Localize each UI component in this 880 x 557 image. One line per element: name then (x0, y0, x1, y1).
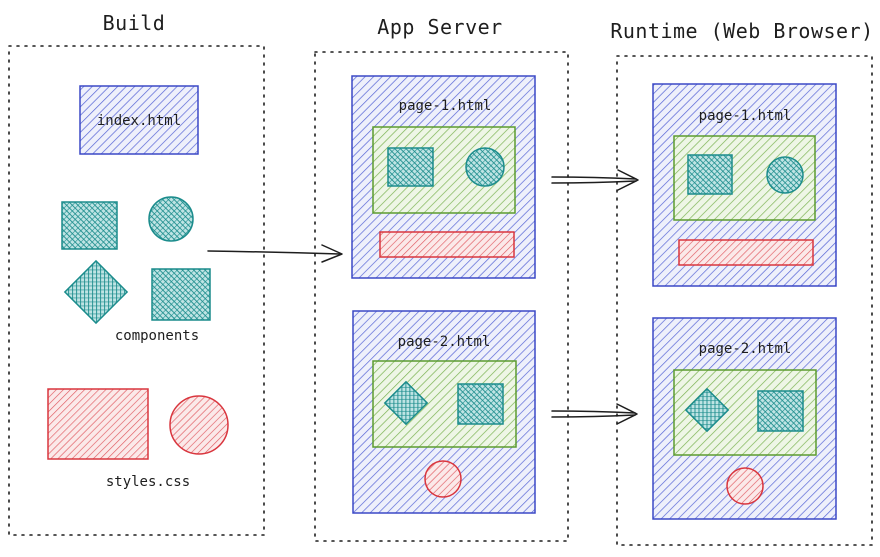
server-to-runtime-arrow-2 (551, 403, 638, 425)
component-diamond (63, 259, 129, 325)
index-html-box (79, 85, 199, 155)
server-page-2-square (457, 383, 504, 425)
runtime-page-2-square (757, 390, 804, 432)
component-square-2 (151, 268, 211, 321)
server-to-runtime-arrow-1 (551, 169, 639, 191)
server-page-1-bar (379, 231, 515, 258)
runtime-page-2-diamond (684, 387, 730, 433)
runtime-page-2-label: page-2.html (699, 341, 792, 357)
server-page-1-circle (465, 147, 505, 187)
styles-group: styles.css (47, 388, 229, 490)
server-page-2-circle (424, 460, 462, 498)
components-label: components (115, 328, 199, 344)
index-html-label: index.html (97, 113, 181, 129)
app-server-column (314, 51, 569, 542)
server-page-1: page-1.html (351, 75, 536, 279)
runtime-column (616, 55, 873, 546)
server-page-2: page-2.html (352, 310, 536, 514)
app-server-heading: App Server (377, 15, 502, 39)
runtime-page-2: page-2.html (652, 317, 837, 520)
runtime-page-1: page-1.html (652, 83, 837, 287)
components-group: components (61, 196, 211, 344)
style-circle (169, 395, 229, 455)
styles-css-label: styles.css (106, 474, 190, 490)
runtime-page-1-bar (678, 239, 814, 266)
component-circle (148, 196, 194, 242)
index-file: index.html (79, 85, 199, 155)
component-square-1 (61, 201, 118, 250)
server-page-1-label: page-1.html (399, 98, 492, 114)
server-page-1-square (387, 147, 434, 187)
build-heading: Build (103, 11, 166, 35)
build-column (8, 45, 265, 536)
server-page-2-label: page-2.html (398, 334, 491, 350)
style-rectangle (47, 388, 149, 460)
server-page-2-diamond (383, 380, 429, 426)
runtime-heading: Runtime (Web Browser) (610, 19, 873, 43)
runtime-page-1-circle (766, 156, 804, 194)
runtime-page-1-square (687, 154, 733, 195)
build-to-server-arrow (207, 244, 343, 263)
runtime-page-1-label: page-1.html (699, 108, 792, 124)
runtime-page-2-circle (726, 467, 764, 505)
